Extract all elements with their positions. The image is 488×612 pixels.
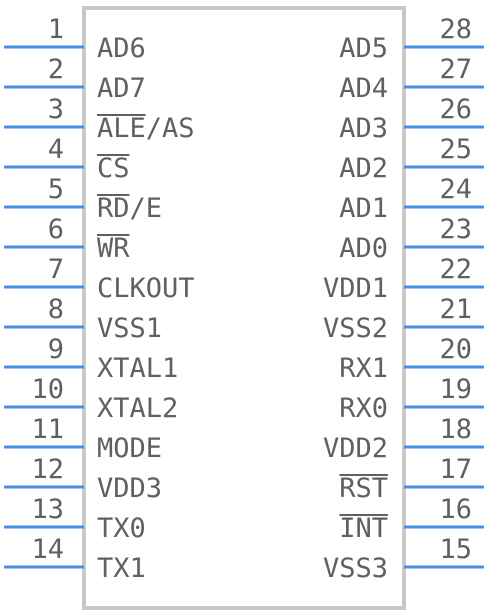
pin-number-15: 15 [439, 534, 472, 565]
pin-name-4: CS [97, 153, 130, 184]
pin-name-28: AD5 [339, 33, 388, 64]
pin-number-22: 22 [439, 254, 472, 285]
pin-name-10: XTAL2 [97, 393, 178, 424]
pin-name-15: VSS3 [323, 553, 388, 584]
pin-name-12: VDD3 [97, 473, 162, 504]
pin-name-9: XTAL1 [97, 353, 178, 384]
pin-number-9: 9 [48, 334, 64, 365]
pin-name-26: AD3 [339, 113, 388, 144]
pin-name-2: AD7 [97, 73, 146, 104]
pin-number-24: 24 [439, 174, 472, 205]
pin-name-6: WR [97, 233, 130, 264]
pin-name-7: CLKOUT [97, 273, 195, 304]
pin-number-10: 10 [31, 374, 64, 405]
pin-number-20: 20 [439, 334, 472, 365]
pin-name-19: RX0 [339, 393, 388, 424]
pin-number-25: 25 [439, 134, 472, 165]
pin-name-1: AD6 [97, 33, 146, 64]
pin-name-25: AD2 [339, 153, 388, 184]
pin-number-23: 23 [439, 214, 472, 245]
pin-name-20: RX1 [339, 353, 388, 384]
pin-number-8: 8 [48, 294, 64, 325]
pin-number-18: 18 [439, 414, 472, 445]
pin-number-7: 7 [48, 254, 64, 285]
pin-name-21: VSS2 [323, 313, 388, 344]
pin-name-18: VDD2 [323, 433, 388, 464]
pin-number-11: 11 [31, 414, 64, 445]
pin-number-26: 26 [439, 94, 472, 125]
pin-name-16: INT [339, 513, 388, 544]
pin-number-14: 14 [31, 534, 64, 565]
pin-name-3: ALE/AS [97, 113, 195, 144]
pin-name-23: AD0 [339, 233, 388, 264]
pin-number-17: 17 [439, 454, 472, 485]
pin-name-27: AD4 [339, 73, 388, 104]
pin-number-19: 19 [439, 374, 472, 405]
pin-number-16: 16 [439, 494, 472, 525]
pin-name-11: MODE [97, 433, 162, 464]
pin-number-27: 27 [439, 54, 472, 85]
pin-name-13: TX0 [97, 513, 146, 544]
pin-name-22: VDD1 [323, 273, 388, 304]
ic-body [82, 6, 406, 610]
pin-name-5: RD/E [97, 193, 162, 224]
pin-number-21: 21 [439, 294, 472, 325]
pin-name-14: TX1 [97, 553, 146, 584]
pin-number-12: 12 [31, 454, 64, 485]
pin-number-3: 3 [48, 94, 64, 125]
pin-number-6: 6 [48, 214, 64, 245]
pin-name-8: VSS1 [97, 313, 162, 344]
pin-number-2: 2 [48, 54, 64, 85]
pin-number-13: 13 [31, 494, 64, 525]
pin-name-17: RST [339, 473, 388, 504]
pin-number-5: 5 [48, 174, 64, 205]
pin-number-28: 28 [439, 14, 472, 45]
pin-name-24: AD1 [339, 193, 388, 224]
pin-number-4: 4 [48, 134, 64, 165]
pin-number-1: 1 [48, 14, 64, 45]
